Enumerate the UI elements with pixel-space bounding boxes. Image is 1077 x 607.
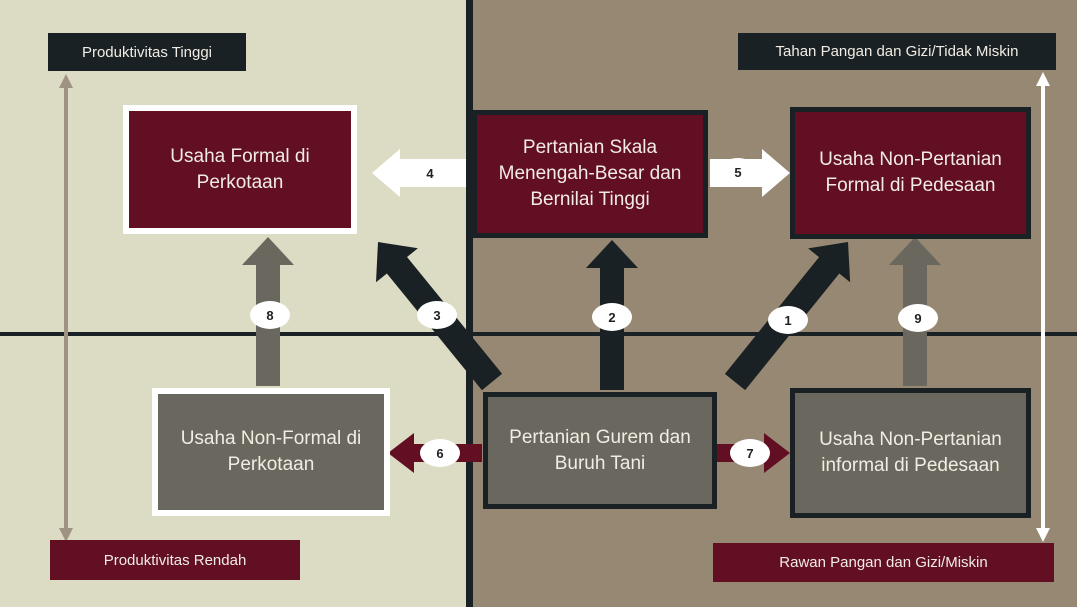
label-food-insecure: Rawan Pangan dan Gizi/Miskin [713,543,1054,582]
arrow-number-2: 2 [592,303,632,331]
arrow-number-5: 5 [718,158,758,186]
productivity-axis-arrow-up [59,74,73,308]
arrow-number-4: 4 [410,159,450,187]
productivity-axis-arrow-down [59,308,73,542]
arrow-number-1: 1 [768,306,808,334]
food-security-axis-arrow-down [1036,307,1050,542]
horizontal-divider [0,332,1077,336]
arrow-number-9: 9 [898,304,938,332]
food-security-axis-arrow-up [1036,72,1050,307]
label-food-secure: Tahan Pangan dan Gizi/Tidak Miskin [738,33,1056,70]
vertical-divider [466,0,473,607]
label-high-productivity: Produktivitas Tinggi [48,33,246,71]
arrow-number-7: 7 [730,439,770,467]
arrow-number-3: 3 [417,301,457,329]
arrow-number-6: 6 [420,439,460,467]
label-low-productivity: Produktivitas Rendah [50,540,300,580]
arrow-number-8: 8 [250,301,290,329]
